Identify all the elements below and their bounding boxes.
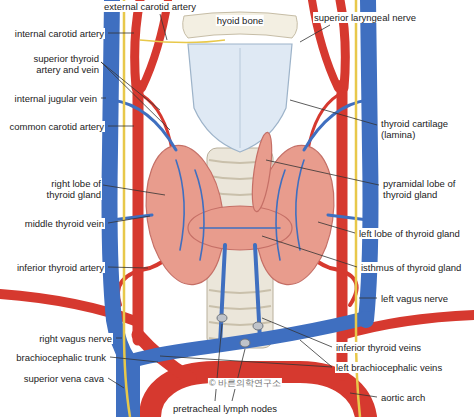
watermark: © 바른의학연구소 bbox=[208, 378, 282, 389]
leader-line bbox=[160, 356, 332, 367]
leader-line bbox=[262, 318, 332, 347]
lymph-nodes bbox=[217, 314, 263, 347]
part-label: internal carotid artery bbox=[14, 28, 105, 39]
leader-line bbox=[108, 378, 124, 388]
superior-thyroid-vein bbox=[304, 100, 368, 150]
part-label: pyramidal lobe of thyroid gland bbox=[382, 178, 472, 200]
part-label: inferior thyroid veins bbox=[335, 342, 422, 353]
part-label: inferior thyroid artery bbox=[16, 262, 105, 273]
lymph-node bbox=[217, 314, 227, 322]
part-label: brachiocephalic trunk bbox=[15, 352, 107, 363]
leader-line bbox=[108, 267, 148, 268]
pyramidal-lobe bbox=[249, 131, 276, 212]
leader-line bbox=[266, 160, 379, 185]
lymph-node bbox=[253, 322, 263, 330]
part-label: external carotid artery bbox=[103, 1, 197, 12]
leader-line bbox=[160, 14, 167, 40]
leader-line bbox=[232, 349, 245, 401]
leader-line bbox=[108, 216, 150, 223]
leader-line bbox=[108, 33, 134, 34]
vagus-nerves bbox=[124, 0, 360, 417]
leader-line bbox=[101, 62, 170, 130]
part-label: left vagus nerve bbox=[380, 293, 449, 304]
part-label: common carotid artery bbox=[8, 121, 105, 132]
part-label: aortic arch bbox=[380, 392, 426, 403]
thyroid-cartilage bbox=[188, 44, 292, 152]
leader-line bbox=[108, 126, 134, 127]
leader-line bbox=[101, 62, 160, 110]
common-carotid bbox=[133, 85, 144, 340]
leader-line bbox=[300, 340, 332, 367]
leader-line bbox=[350, 393, 377, 397]
part-label: thyroid cartilage (lamina) bbox=[380, 118, 472, 140]
cartilage-ridge bbox=[240, 48, 241, 148]
veins bbox=[110, 0, 371, 362]
leader-line bbox=[290, 100, 377, 125]
part-label: internal jugular vein bbox=[14, 93, 98, 104]
superior-thyroid-vein bbox=[112, 100, 176, 150]
inferior-thyroid-vein bbox=[220, 245, 225, 345]
leader-line bbox=[300, 25, 330, 42]
part-label: left brachiocephalic veins bbox=[335, 362, 443, 373]
part-label: superior thyroid artery and vein bbox=[10, 53, 100, 75]
lymph-node bbox=[240, 339, 250, 347]
external-carotid bbox=[142, 0, 168, 88]
leader-line bbox=[359, 298, 377, 299]
vagus-nerve bbox=[356, 0, 360, 417]
gland-surface-veins bbox=[176, 160, 304, 260]
leader-line bbox=[116, 338, 122, 339]
part-label: superior laryngeal nerve bbox=[313, 12, 417, 23]
part-label: isthmus of thyroid gland bbox=[360, 262, 462, 273]
leader-line bbox=[262, 236, 357, 267]
leader-line bbox=[101, 98, 106, 99]
part-label: hyoid bone bbox=[216, 15, 264, 26]
part-label: right vagus nerve bbox=[38, 333, 113, 344]
leader-line bbox=[215, 324, 222, 401]
part-label: superior vena cava bbox=[23, 373, 105, 384]
thyroid-gland bbox=[138, 131, 343, 289]
internal-carotid bbox=[135, 0, 140, 88]
brachiocephalic-vein bbox=[128, 318, 366, 362]
leader-line bbox=[103, 185, 165, 195]
leader-line bbox=[110, 357, 158, 362]
vagus-nerve bbox=[124, 0, 130, 417]
part-label: pretracheal lymph nodes bbox=[172, 403, 278, 414]
leader-line bbox=[318, 222, 355, 233]
tracheal-ring bbox=[209, 306, 271, 309]
hyoid-bone bbox=[183, 12, 298, 38]
middle-thyroid-vein bbox=[328, 215, 368, 220]
part-label: right lobe of thyroid gland bbox=[20, 178, 102, 200]
laryngeal-nerve bbox=[140, 40, 225, 43]
tracheal-ring bbox=[209, 290, 271, 293]
part-label: left lobe of thyroid gland bbox=[358, 228, 461, 239]
part-label: middle thyroid vein bbox=[24, 218, 105, 229]
